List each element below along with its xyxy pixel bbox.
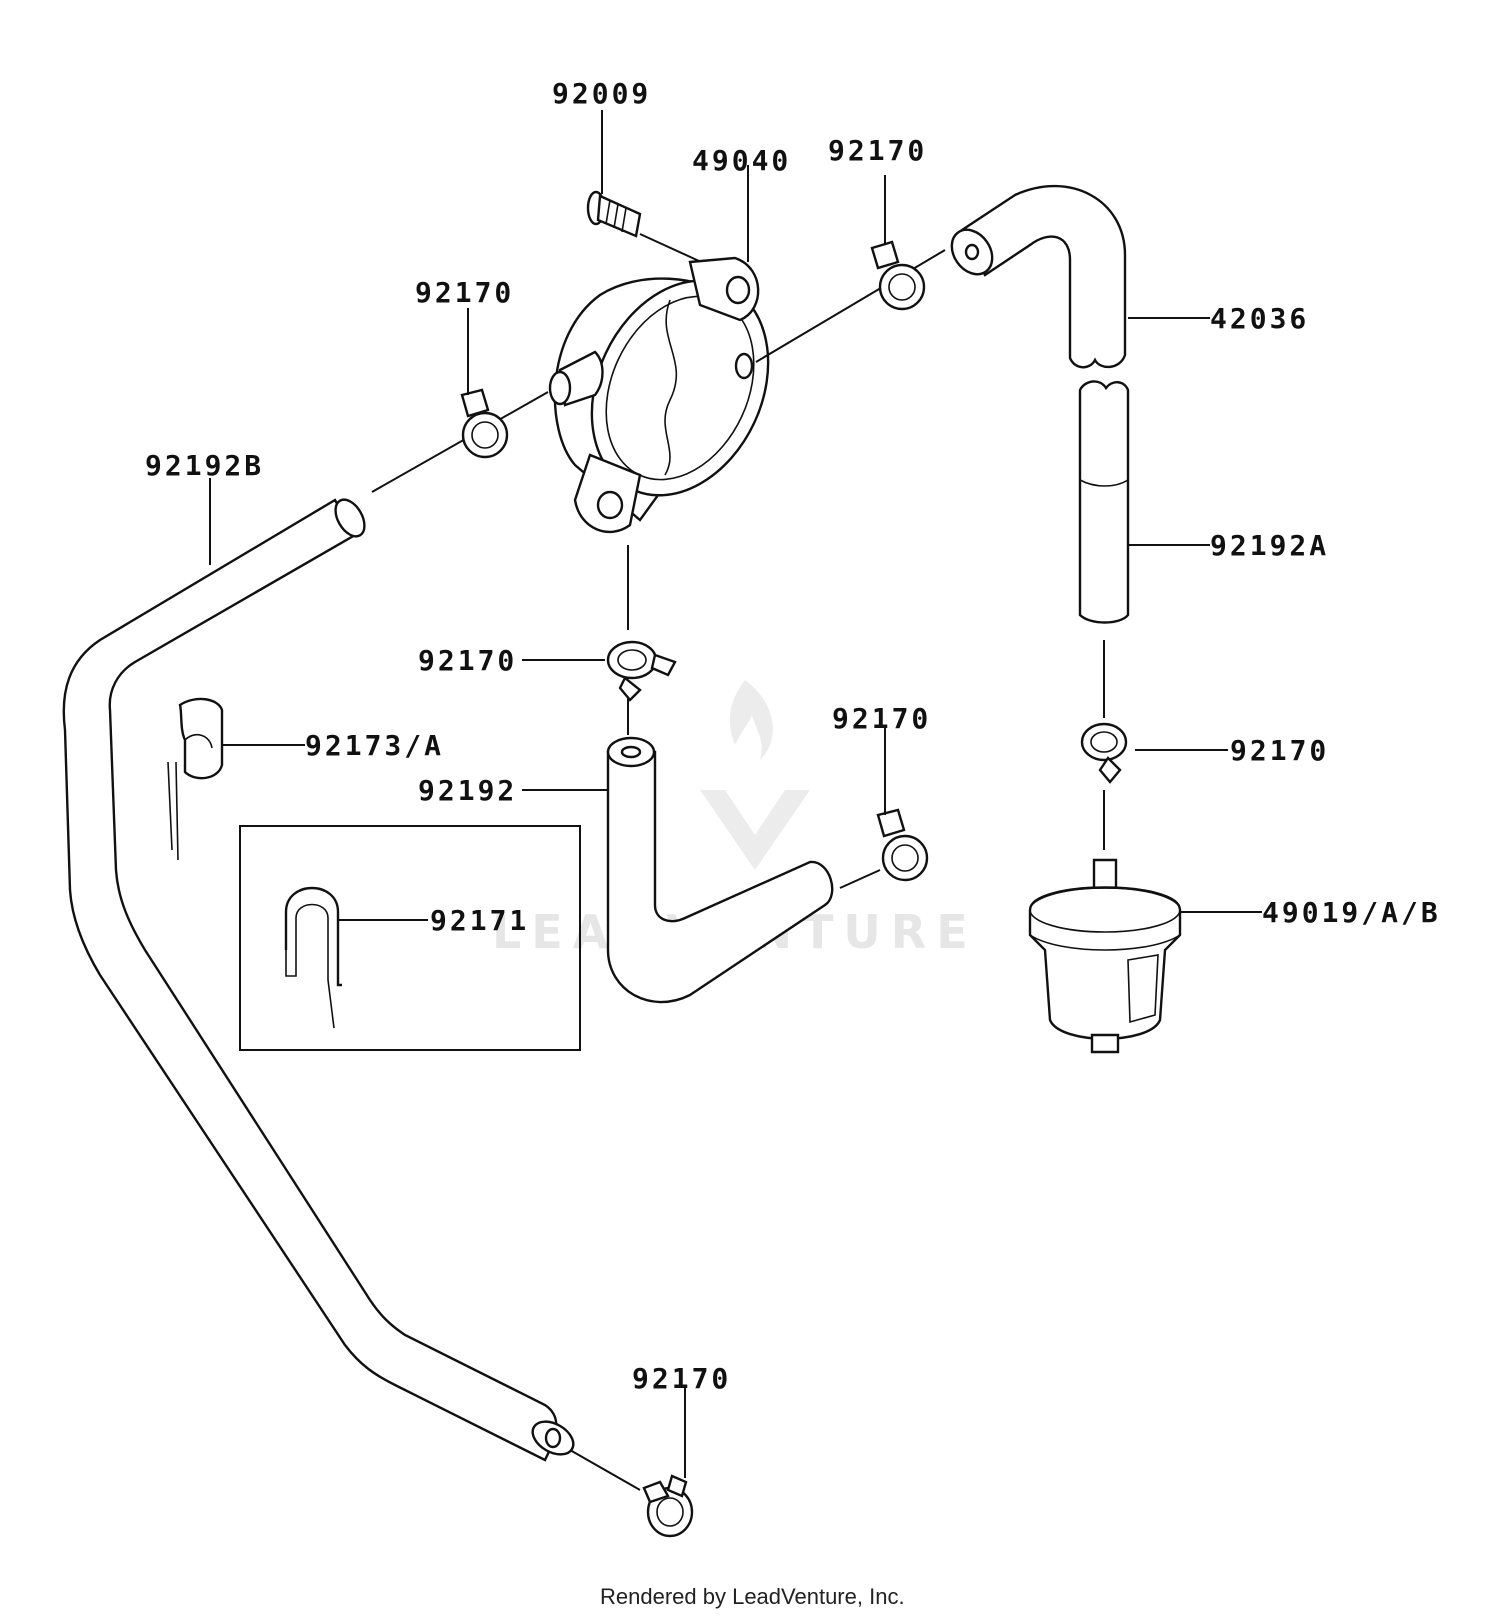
- callout-inset-clip: 92171: [430, 904, 529, 937]
- callout-filter: 49019/A/B: [1262, 896, 1441, 929]
- inset-box: [239, 825, 581, 1051]
- elbow-hose-part: [950, 185, 1127, 369]
- callout-clamp-mid-right: 92170: [1230, 734, 1329, 767]
- callout-straight-hose: 92192A: [1210, 529, 1329, 562]
- fuel-filter-part: [1028, 858, 1182, 1054]
- callout-pump: 49040: [692, 144, 791, 177]
- bolt-part: [586, 190, 711, 267]
- callout-clamp-mid-center: 92170: [418, 644, 517, 677]
- callout-bolt: 92009: [552, 77, 651, 110]
- clamp-part-top-left: [460, 388, 509, 459]
- flow-line-pump-right: [755, 249, 946, 363]
- straight-hose-part: [1078, 380, 1130, 624]
- flow-line-long-hose-clamp: [569, 1449, 641, 1491]
- callout-elbow-hose: 42036: [1210, 302, 1309, 335]
- callout-long-hose: 92192B: [145, 449, 264, 482]
- clamp-part-top-right: [870, 240, 926, 311]
- callout-clip: 92173/A: [305, 729, 444, 762]
- footer-credit: Rendered by LeadVenture, Inc.: [600, 1584, 905, 1609]
- clamp-part-mid-center: [606, 640, 677, 702]
- callout-clamp-top-right: 92170: [828, 134, 927, 167]
- clamp-part-bottom: [642, 1474, 694, 1538]
- clip-part: [167, 697, 224, 861]
- callout-l-hose: 92192: [418, 774, 517, 807]
- l-hose-part: [606, 736, 834, 1004]
- flow-line-l-hose-clamp: [839, 869, 881, 889]
- inset-clip-part: [284, 886, 342, 1029]
- callout-clamp-top-left: 92170: [415, 276, 514, 309]
- flow-line-pump-left: [371, 391, 549, 493]
- fuel-pump-part: [548, 256, 770, 534]
- clamp-part-mid-right-low: [876, 808, 929, 882]
- clamp-part-mid-right: [1080, 722, 1128, 784]
- callout-clamp-mid-right-low: 92170: [832, 702, 931, 735]
- callout-clamp-bottom: 92170: [632, 1362, 731, 1395]
- long-hose-part: [62, 498, 575, 1462]
